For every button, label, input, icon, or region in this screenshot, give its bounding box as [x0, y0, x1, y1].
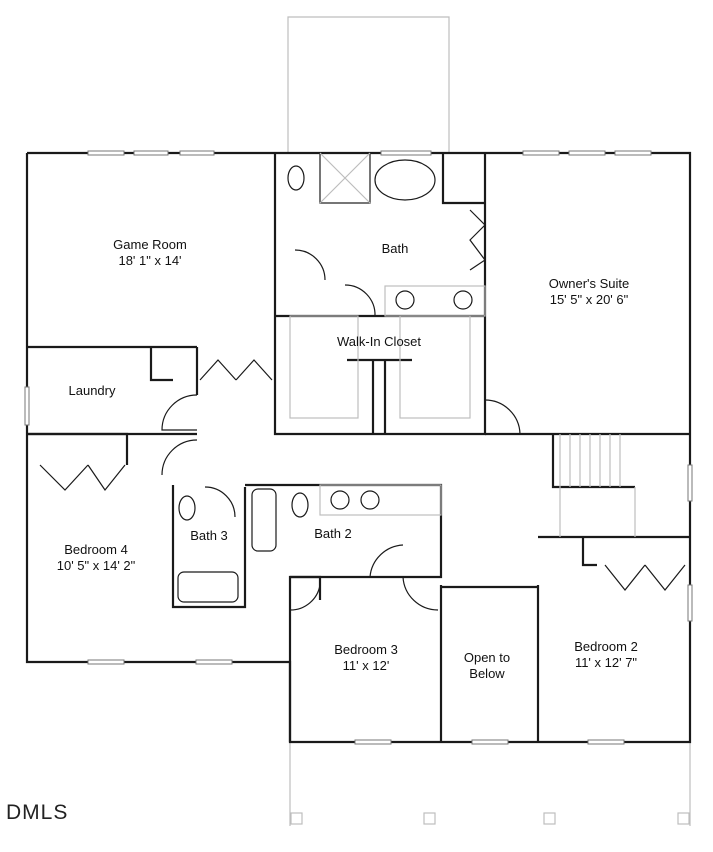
room-name: Owner's Suite — [548, 276, 630, 291]
room-bedroom-4: Bedroom 4 10' 5" x 14' 2" — [57, 542, 136, 574]
interior-walls — [27, 153, 690, 742]
room-name: Open to Below — [463, 650, 511, 681]
room-bedroom-2: Bedroom 2 11' x 12' 7" — [574, 639, 638, 671]
room-game-room: Game Room 18' 1" x 14' — [113, 237, 187, 269]
windows — [24, 150, 693, 745]
room-size: 18' 1" x 14' — [118, 253, 182, 268]
room-name: Bath 2 — [314, 526, 352, 541]
room-name: Bedroom 3 — [334, 642, 398, 657]
room-name: Bath — [381, 241, 409, 256]
room-laundry: Laundry — [69, 383, 116, 399]
room-size: 11' x 12' 7" — [574, 655, 638, 670]
room-owners-suite: Owner's Suite 15' 5" x 20' 6" — [549, 276, 630, 308]
room-name: Walk-In Closet — [336, 334, 422, 349]
doors — [39, 209, 686, 611]
room-bedroom-3: Bedroom 3 11' x 12' — [334, 642, 398, 674]
room-bath: Bath — [382, 241, 409, 257]
room-name: Bedroom 4 — [64, 542, 128, 557]
room-bath-2: Bath 2 — [314, 526, 352, 542]
fixtures — [177, 152, 636, 603]
room-name: Bath 3 — [190, 528, 228, 543]
room-name: Game Room — [113, 237, 187, 252]
room-size: 11' x 12' — [342, 658, 390, 673]
room-size: 15' 5" x 20' 6" — [549, 292, 629, 307]
room-open-to-below: Open to Below — [452, 650, 522, 682]
room-name: Laundry — [68, 383, 116, 398]
room-bath-3: Bath 3 — [190, 528, 228, 544]
watermark-logo: DMLS — [6, 801, 69, 824]
room-size: 10' 5" x 14' 2" — [56, 558, 136, 573]
room-walk-in-closet: Walk-In Closet — [337, 334, 421, 350]
room-name: Bedroom 2 — [574, 639, 638, 654]
porch-outlines — [287, 16, 691, 826]
